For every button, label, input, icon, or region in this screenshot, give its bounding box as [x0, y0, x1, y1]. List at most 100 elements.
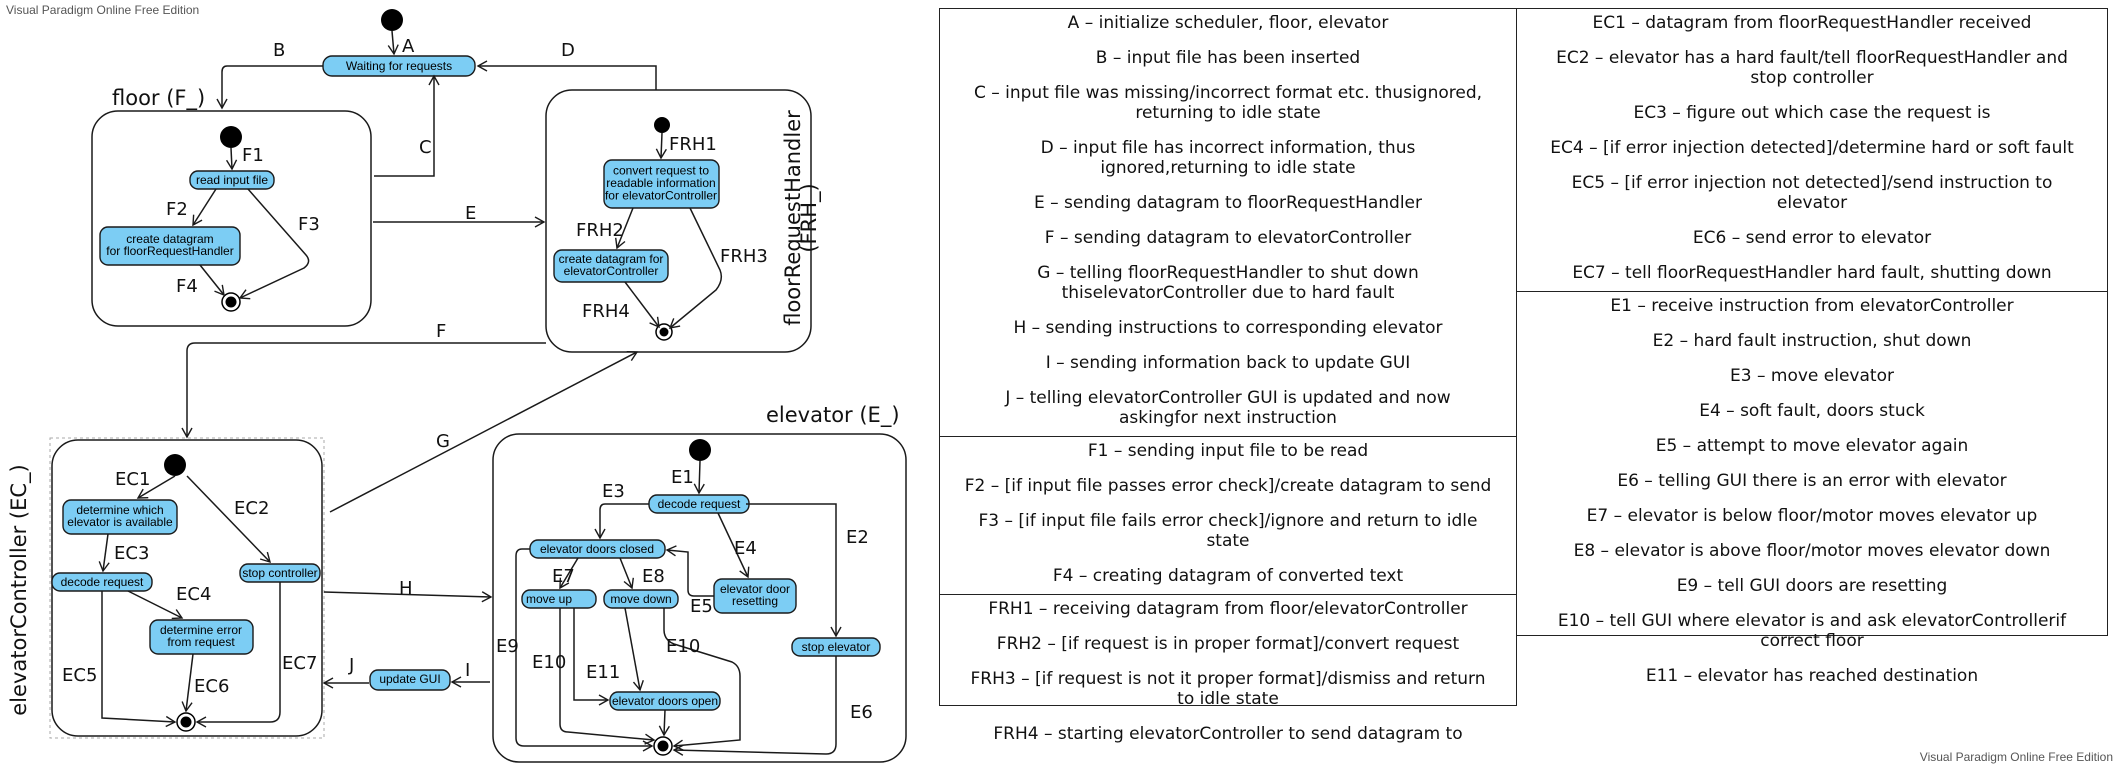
- svg-text:D: D: [561, 40, 575, 61]
- legend-row: E1 – receive instruction from elevatorCo…: [1610, 296, 2014, 316]
- svg-text:FRH1: FRH1: [669, 134, 717, 155]
- legend-row: F4 – creating datagram of converted text: [1052, 566, 1404, 586]
- state-read-input-file[interactable]: read input file: [189, 170, 275, 190]
- state-stop-controller[interactable]: stop controller: [239, 563, 321, 583]
- legend-row: EC5 – [if error injection not detected]/…: [1571, 173, 2053, 213]
- state-elevator-doors-open[interactable]: elevator doors open: [609, 691, 721, 711]
- legend-left: A – initialize scheduler, floor, elevato…: [939, 8, 1517, 744]
- svg-text:E7: E7: [552, 566, 575, 587]
- legend-row: B – input file has been inserted: [1095, 48, 1361, 68]
- svg-text:EC7: EC7: [282, 653, 317, 674]
- legend-row: EC7 – tell floorRequestHandler hard faul…: [1572, 263, 2052, 283]
- svg-text:read input file: read input file: [196, 173, 268, 187]
- floor-composite: [91, 110, 372, 327]
- legend-row: EC6 – send error to elevator: [1692, 228, 1932, 248]
- legend-row: FRH4 – starting elevatorController to se…: [993, 724, 1463, 744]
- legend-row: F1 – sending input file to be read: [1087, 441, 1369, 461]
- legend-row: G – telling floorRequestHandler to shut …: [1037, 263, 1419, 303]
- state-update-gui[interactable]: update GUI: [369, 669, 451, 691]
- svg-text:F1: F1: [242, 145, 264, 166]
- transition-labels: A B C D E F G H I J F1 F2 F3 F4 FRH1 FRH…: [62, 36, 873, 723]
- final-node-frh: [655, 323, 673, 341]
- svg-text:EC2: EC2: [234, 498, 269, 519]
- legend-row: D – input file has incorrect information…: [1040, 138, 1416, 178]
- legend-row: E9 – tell GUI doors are resetting: [1676, 576, 1948, 596]
- svg-text:move up: move up: [526, 592, 572, 606]
- svg-text:update GUI: update GUI: [379, 672, 440, 686]
- svg-text:B: B: [273, 40, 285, 61]
- legend-row: E11 – elevator has reached destination: [1645, 666, 1979, 686]
- initial-node-top: [381, 9, 403, 31]
- svg-text:stop controller: stop controller: [242, 566, 317, 580]
- initial-node-elevator: [689, 439, 711, 461]
- legend-row: FRH3 – [if request is not it proper form…: [970, 669, 1486, 709]
- svg-text:EC3: EC3: [114, 543, 149, 564]
- state-move-up[interactable]: move up: [521, 589, 597, 609]
- legend-row: C – input file was missing/incorrect for…: [973, 83, 1483, 123]
- svg-text:E3: E3: [602, 481, 625, 502]
- svg-text:E2: E2: [846, 527, 869, 548]
- legend-row: E4 – soft fault, doors stuck: [1699, 401, 1925, 421]
- svg-text:EC4: EC4: [176, 584, 211, 605]
- svg-text:E8: E8: [642, 566, 665, 587]
- transition-lines: [98, 30, 842, 756]
- state-move-down[interactable]: move down: [603, 589, 679, 609]
- legend-row: I – sending information back to update G…: [1045, 353, 1411, 373]
- svg-text:E: E: [465, 203, 476, 224]
- initial-node-floor: [220, 126, 242, 148]
- legend-row: EC2 – elevator has a hard fault/tell flo…: [1556, 48, 2068, 88]
- legend-right-elevator: E1 – receive instruction from elevatorCo…: [1517, 292, 2107, 694]
- legend-row: E8 – elevator is above floor/motor moves…: [1573, 541, 2051, 561]
- svg-text:C: C: [419, 137, 432, 158]
- svg-text:floorRequestHandler(FRH_): floorRequestHandler(FRH_): [781, 110, 822, 326]
- legend-row: E6 – telling GUI there is an error with …: [1617, 471, 2007, 491]
- svg-text:E10: E10: [666, 636, 700, 657]
- legend-row: E5 – attempt to move elevator again: [1655, 436, 1969, 456]
- elevator-composite: [492, 433, 907, 763]
- svg-text:F: F: [436, 321, 446, 342]
- legend-row: F – sending datagram to elevatorControll…: [1044, 228, 1412, 248]
- legend-row: EC3 – figure out which case the request …: [1633, 103, 1991, 123]
- svg-text:H: H: [399, 578, 413, 599]
- state-stop-elevator[interactable]: stop elevator: [791, 637, 881, 657]
- svg-text:E10: E10: [532, 652, 566, 673]
- svg-text:F3: F3: [298, 214, 320, 235]
- state-waiting-for-requests[interactable]: Waiting for requests: [322, 55, 476, 77]
- svg-text:FRH3: FRH3: [720, 246, 768, 267]
- state-diagram: floor (F_) elevator (E_) elevatorControl…: [7, 9, 907, 763]
- frh-composite: [545, 89, 812, 353]
- final-node-ec: [176, 712, 196, 732]
- svg-text:G: G: [436, 431, 450, 452]
- svg-text:I: I: [465, 660, 470, 681]
- ec-selection-box: [49, 437, 325, 739]
- state-decode-request-ec[interactable]: decode request: [51, 572, 153, 592]
- legend-row: E2 – hard fault instruction, shut down: [1652, 331, 1972, 351]
- legend-left-transitions: A – initialize scheduler, floor, elevato…: [940, 9, 1516, 437]
- legend-row: H – sending instructions to correspondin…: [1013, 318, 1443, 338]
- legend-row: J – telling elevatorController GUI is up…: [1005, 388, 1451, 428]
- watermark-top-left: Visual Paradigm Online Free Edition: [6, 3, 200, 17]
- initial-node-frh: [654, 117, 670, 133]
- svg-text:F2: F2: [166, 199, 188, 220]
- svg-text:elevator doors closed: elevator doors closed: [540, 542, 654, 556]
- legend-row: F2 – [if input file passes error check]/…: [964, 476, 1492, 496]
- svg-text:J: J: [348, 655, 354, 676]
- legend-row: EC1 – datagram from floorRequestHandler …: [1592, 13, 2032, 33]
- state-elevator-doors-closed[interactable]: elevator doors closed: [529, 539, 666, 559]
- state-decode-request-elev[interactable]: decode request: [648, 494, 750, 514]
- legend-row: F3 – [if input file fails error check]/i…: [978, 511, 1478, 551]
- svg-text:EC1: EC1: [115, 469, 150, 490]
- svg-text:E11: E11: [586, 662, 620, 683]
- svg-text:FRH4: FRH4: [582, 301, 630, 322]
- elevator-title: elevator (E_): [766, 403, 900, 428]
